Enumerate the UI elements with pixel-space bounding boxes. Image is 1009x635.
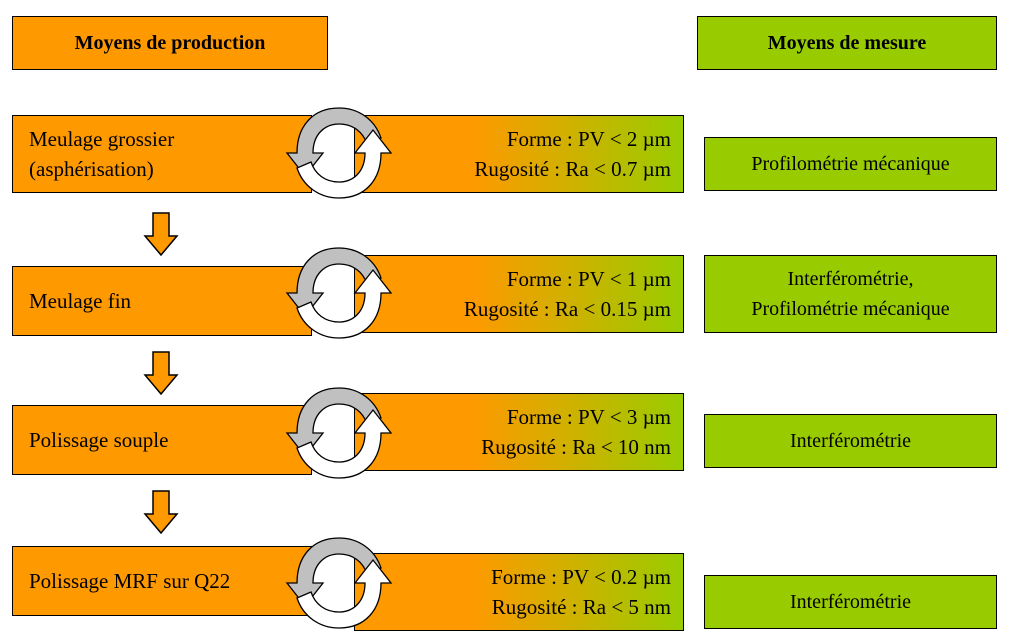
forme-spec: Forme : PV < 3 µm: [506, 405, 671, 429]
process-box-1: Meulage grossier (asphérisation): [12, 115, 312, 193]
circular-arrows-icon: [285, 107, 393, 199]
forme-spec: Forme : PV < 0.2 µm: [491, 565, 671, 589]
measure-box-1: Profilométrie mécanique: [704, 137, 997, 191]
process-line: Polissage souple: [29, 428, 169, 452]
rugosite-spec: Rugosité : Ra < 0.7 µm: [474, 157, 671, 181]
forme-spec: Forme : PV < 2 µm: [506, 127, 671, 151]
header-production: Moyens de production: [12, 16, 328, 70]
measure-line: Interférométrie,: [787, 268, 914, 290]
circular-arrows-icon: [285, 537, 393, 629]
forme-spec: Forme : PV < 1 µm: [506, 267, 671, 291]
process-box-3: Polissage souple: [12, 405, 312, 475]
spec-box-3: Forme : PV < 3 µm Rugosité : Ra < 10 nm: [354, 393, 684, 471]
circular-arrows-icon: [285, 247, 393, 339]
rugosite-spec: Rugosité : Ra < 0.15 µm: [463, 297, 671, 321]
spec-box-1: Forme : PV < 2 µm Rugosité : Ra < 0.7 µm: [354, 115, 684, 193]
spec-box-2: Forme : PV < 1 µm Rugosité : Ra < 0.15 µ…: [354, 255, 684, 333]
process-line: Polissage MRF sur Q22: [29, 569, 231, 593]
circular-arrows-icon: [285, 387, 393, 479]
measure-box-3: Interférométrie: [704, 414, 997, 468]
measure-line: Interférométrie: [789, 430, 912, 452]
header-measure-label: Moyens de mesure: [767, 31, 927, 54]
spec-box-4: Forme : PV < 0.2 µm Rugosité : Ra < 5 nm: [354, 553, 684, 631]
process-box-4: Polissage MRF sur Q22: [12, 546, 312, 616]
measure-line: Profilométrie mécanique: [751, 153, 950, 175]
process-box-2: Meulage fin: [12, 266, 312, 336]
process-line: Meulage fin: [29, 289, 132, 313]
process-line: Meulage grossier: [29, 127, 175, 151]
header-measure: Moyens de mesure: [697, 16, 997, 70]
rugosite-spec: Rugosité : Ra < 5 nm: [491, 595, 671, 619]
measure-box-2: Interférométrie, Profilométrie mécanique: [704, 255, 997, 333]
rugosite-spec: Rugosité : Ra < 10 nm: [481, 435, 671, 459]
header-production-label: Moyens de production: [74, 31, 266, 54]
measure-line: Interférométrie: [789, 591, 912, 613]
measure-line: Profilométrie mécanique: [751, 298, 950, 320]
measure-box-4: Interférométrie: [704, 575, 997, 629]
down-arrow-icon: [143, 212, 179, 256]
down-arrow-icon: [143, 490, 179, 534]
process-line: (asphérisation): [29, 157, 154, 181]
down-arrow-icon: [143, 351, 179, 395]
